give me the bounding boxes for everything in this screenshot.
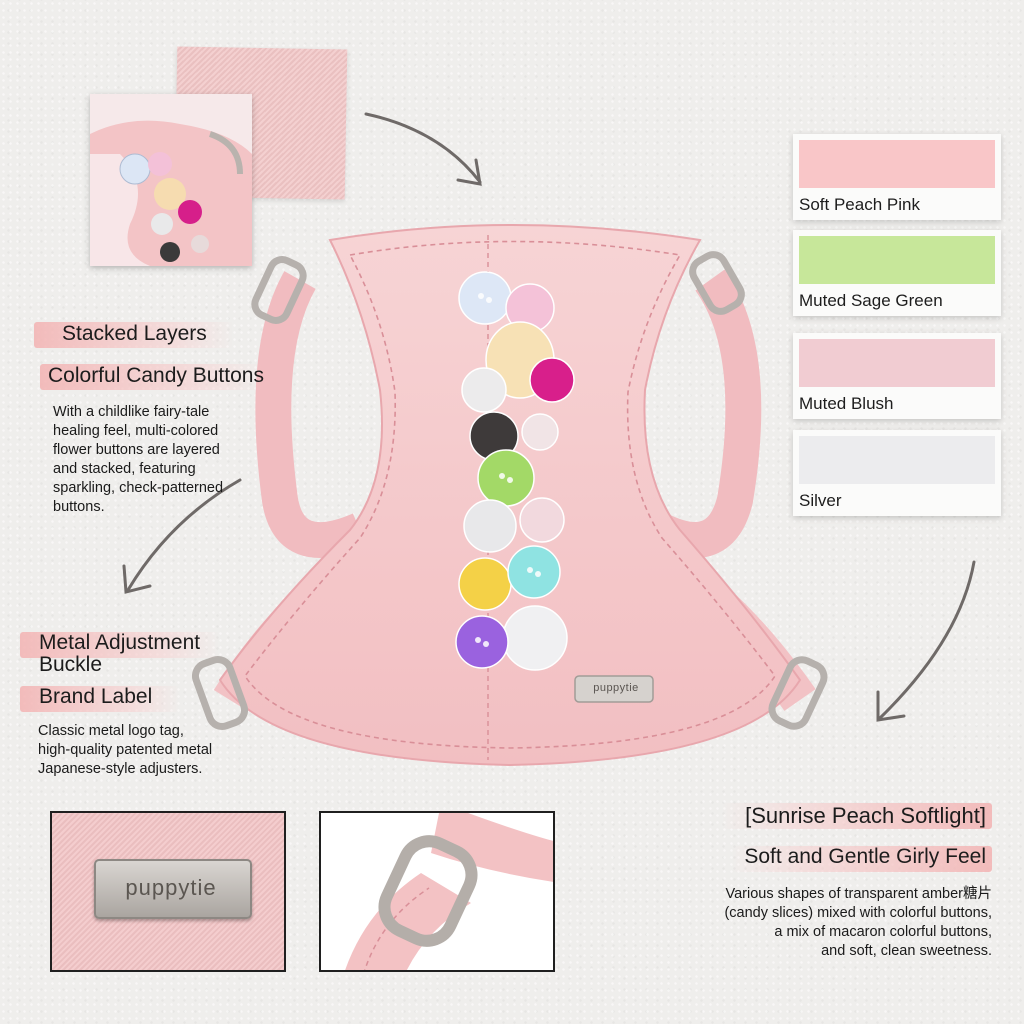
- heading-metal-adjustment-buckle: Metal Adjustment Buckle: [39, 631, 201, 676]
- heading-highlight: [40, 364, 265, 390]
- paragraph-brand-description: Classic metal logo tag, high-quality pat…: [38, 722, 258, 779]
- harness-product-image: [191, 224, 828, 767]
- heading-highlight: [20, 632, 220, 658]
- brand-tag-plate-text: puppytie: [125, 875, 217, 900]
- heading-colorful-candy-buttons: Colorful Candy Buttons: [48, 364, 264, 387]
- paragraph-line: (candy slices) mixed with colorful butto…: [724, 905, 992, 921]
- harness-brand-tag-text: puppytie: [593, 682, 639, 694]
- swatch-label: Soft Peach Pink: [799, 195, 920, 214]
- swatch-label: Muted Sage Green: [799, 291, 943, 310]
- color-swatch-muted-blush: Muted Blush: [793, 333, 1001, 419]
- subtitle-soft-gentle-girly-feel: Soft and Gentle Girly Feel: [744, 845, 986, 868]
- arrow-right: [878, 560, 976, 720]
- heading-stacked-layers: Stacked Layers: [62, 322, 207, 345]
- paragraph-buttons-description: With a childlike fairy-tale healing feel…: [53, 403, 253, 517]
- paragraph-line: healing feel, multi-colored: [53, 423, 219, 439]
- paragraph-line: buttons.: [53, 499, 105, 515]
- paragraph-line: and stacked, featuring: [53, 461, 196, 477]
- paragraph-line: Various shapes of transparent amber糖片: [725, 886, 992, 902]
- color-chip: [799, 436, 995, 484]
- color-swatch-silver: Silver: [793, 430, 1001, 516]
- color-swatch-soft-peach-pink: Soft Peach Pink: [793, 134, 1001, 220]
- color-chip: [799, 339, 995, 387]
- arrow-left: [126, 478, 242, 592]
- paragraph-line: Japanese-style adjusters.: [38, 761, 203, 777]
- brand-label-closeup-photo: puppytie: [50, 811, 286, 972]
- paragraph-line: a mix of macaron colorful buttons,: [774, 924, 992, 940]
- button-closeup-photo: [90, 94, 252, 266]
- brand-tag-plate: [94, 859, 252, 919]
- heading-brand-label: Brand Label: [39, 685, 153, 708]
- paragraph-line: Classic metal logo tag,: [38, 723, 184, 739]
- heading-highlight: [34, 322, 234, 348]
- swatch-label: Muted Blush: [799, 394, 894, 413]
- metal-buckle-closeup-photo: [319, 811, 555, 972]
- title-sunrise-peach-softlight: [Sunrise Peach Softlight]: [745, 803, 986, 828]
- paragraph-line: and soft, clean sweetness.: [821, 943, 992, 959]
- paragraph-sweetness-description: Various shapes of transparent amber糖片 (c…: [672, 885, 992, 961]
- color-chip: [799, 140, 995, 188]
- paragraph-line: sparkling, check-patterned: [53, 480, 224, 496]
- color-chip: [799, 236, 995, 284]
- heading-highlight: [20, 686, 180, 712]
- swatch-label: Silver: [799, 491, 842, 510]
- paragraph-line: With a childlike fairy-tale: [53, 404, 210, 420]
- color-swatch-muted-sage-green: Muted Sage Green: [793, 230, 1001, 316]
- paragraph-line: high-quality patented metal: [38, 742, 213, 758]
- arrow-top: [364, 112, 482, 184]
- paragraph-line: flower buttons are layered: [53, 442, 220, 458]
